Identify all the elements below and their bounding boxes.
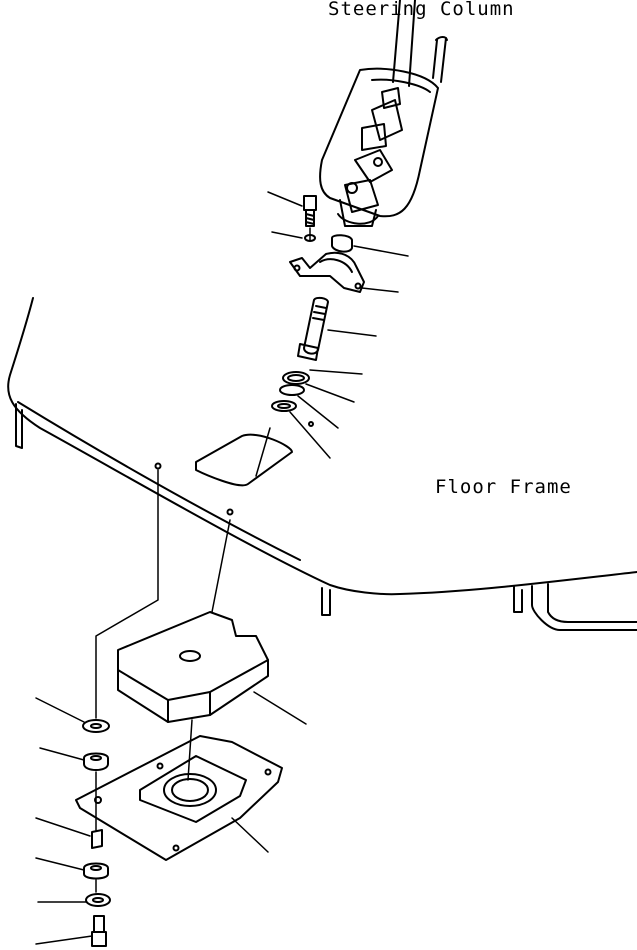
- guide-lines: [96, 228, 310, 892]
- seal-ring-1: [283, 372, 309, 384]
- ring: [332, 235, 352, 251]
- floor-cutout: [196, 435, 292, 486]
- seal-ring-2: [280, 385, 304, 395]
- seal-ring-3: [272, 401, 296, 411]
- floor-frame: [8, 298, 637, 630]
- flange: [290, 253, 364, 292]
- floor-frame-label: Floor Frame: [435, 476, 572, 498]
- rubber-mount-2: [84, 864, 108, 879]
- upper-part-stack: [196, 196, 364, 485]
- cushion-block: [118, 612, 268, 722]
- leader-lines: [36, 192, 408, 944]
- steering-column: [320, 0, 447, 226]
- bolt-head: [304, 196, 316, 210]
- washer-1: [83, 720, 109, 732]
- lower-assembly: [76, 612, 282, 946]
- base-plate: [76, 736, 282, 860]
- steering-column-label: Steering Column: [328, 0, 515, 20]
- rubber-mount-1: [84, 754, 108, 771]
- bolt-lower: [94, 916, 104, 932]
- washer-2: [86, 894, 110, 906]
- spacer: [92, 830, 102, 848]
